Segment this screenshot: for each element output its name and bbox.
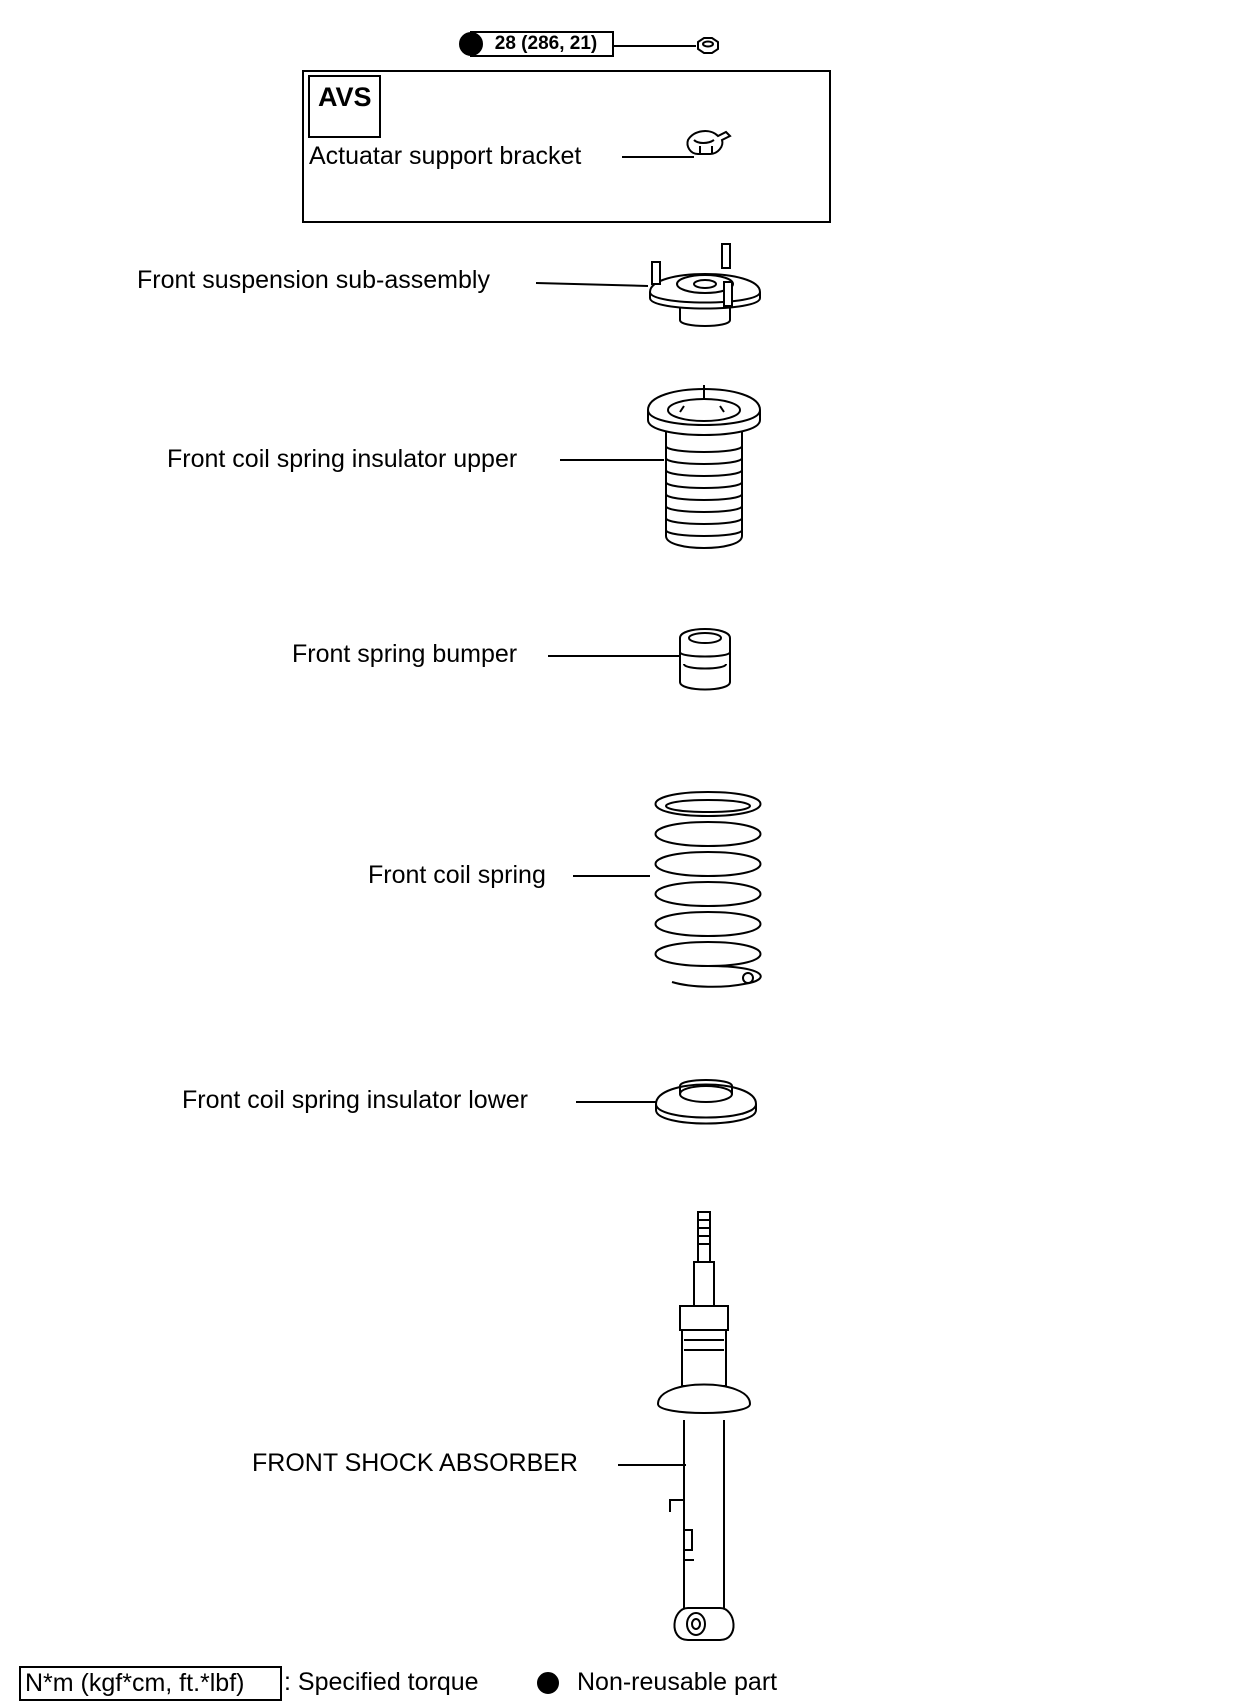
torque-spec-value: 28 (286, 21) — [494, 33, 598, 54]
coil-spring-icon — [654, 790, 762, 988]
flange-nut-icon — [697, 37, 719, 54]
front-spring-bumper-label: Front spring bumper — [292, 640, 518, 668]
upper-support-icon — [648, 243, 762, 327]
actuator-bracket-icon — [686, 130, 732, 155]
shock-absorber-icon — [656, 1211, 752, 1641]
legend-torque-text: : Specified torque — [284, 1668, 479, 1696]
front-coil-spring-label: Front coil spring — [368, 861, 546, 889]
coil-spring-insulator-upper-icon — [646, 385, 762, 549]
legend-non-reusable-dot-icon — [537, 1672, 559, 1694]
legend-torque-units-box: N*m (kgf*cm, ft.*lbf) — [19, 1666, 282, 1701]
coil-spring-insulator-lower-icon — [654, 1079, 758, 1125]
torque-spec-box: 28 (286, 21) — [470, 31, 614, 57]
legend-torque-units: N*m (kgf*cm, ft.*lbf) — [25, 1669, 245, 1697]
front-suspension-sub-assembly-label: Front suspension sub-assembly — [137, 266, 490, 294]
legend-non-reusable-text: Non-reusable part — [577, 1668, 778, 1696]
avs-tag: AVS — [308, 75, 381, 138]
actuator-bracket-label: Actuatar support bracket — [309, 142, 582, 170]
spring-bumper-icon — [679, 628, 731, 691]
front-coil-spring-insulator-lower-label: Front coil spring insulator lower — [182, 1086, 528, 1114]
front-coil-spring-insulator-upper-label: Front coil spring insulator upper — [167, 445, 518, 473]
avs-option-frame — [302, 70, 831, 223]
upper-support-leader-line — [535, 282, 649, 287]
front-shock-absorber-label: FRONT SHOCK ABSORBER — [252, 1449, 578, 1477]
